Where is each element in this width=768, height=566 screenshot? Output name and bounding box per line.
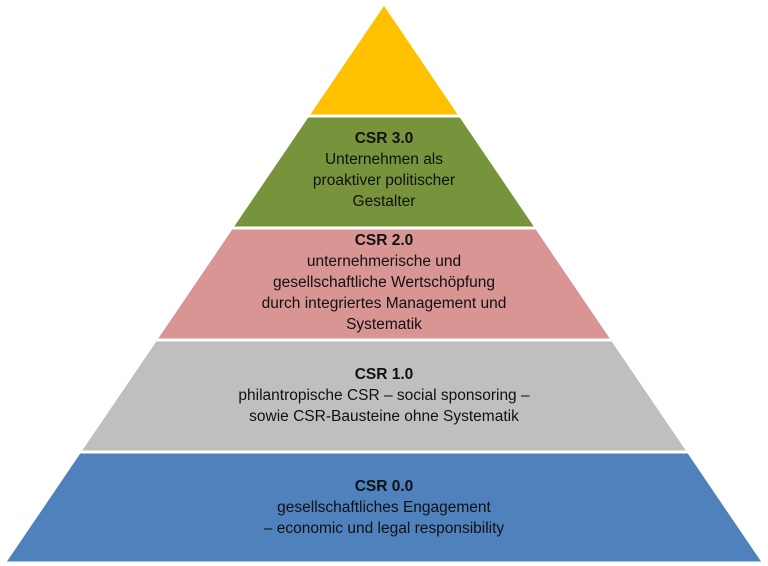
level-line: Gestalter	[352, 193, 416, 210]
pyramid-level-csr-3	[232, 116, 536, 228]
pyramid-level-csr-1	[80, 340, 688, 452]
pyramid-level-csr-0	[5, 452, 763, 563]
level-line: Unternehmen als	[324, 151, 444, 168]
level-label-csr-3: CSR 3.0 Unternehmen als proaktiver polit…	[234, 128, 534, 212]
level-title: CSR 2.0	[354, 232, 414, 249]
level-title: CSR 1.0	[354, 366, 414, 383]
level-line: – economic und legal responsibility	[263, 520, 505, 537]
level-title: CSR 0.0	[354, 478, 414, 495]
level-label-csr-1: CSR 1.0 philantropische CSR – social spo…	[134, 364, 634, 427]
level-line: gesellschaftliches Engagement	[277, 499, 491, 516]
level-label-csr-0: CSR 0.0 gesellschaftliches Engagement – …	[109, 476, 659, 539]
level-line: gesellschaftliche Wertschöpfung	[272, 274, 495, 291]
level-title: CSR 3.0	[354, 130, 414, 147]
level-line: durch integriertes Management und	[261, 295, 507, 312]
level-line: unternehmerische und	[306, 253, 462, 270]
pyramid-level-top	[308, 4, 460, 116]
level-line: Systematik	[346, 316, 422, 333]
level-label-csr-2: CSR 2.0 unternehmerische und gesellschaf…	[184, 230, 584, 335]
level-line: proaktiver politischer	[312, 172, 456, 189]
level-line: philantropische CSR – social sponsoring …	[238, 387, 530, 404]
pyramid-level-csr-2	[156, 228, 612, 340]
level-line: sowie CSR-Bausteine ohne Systematik	[249, 408, 519, 425]
